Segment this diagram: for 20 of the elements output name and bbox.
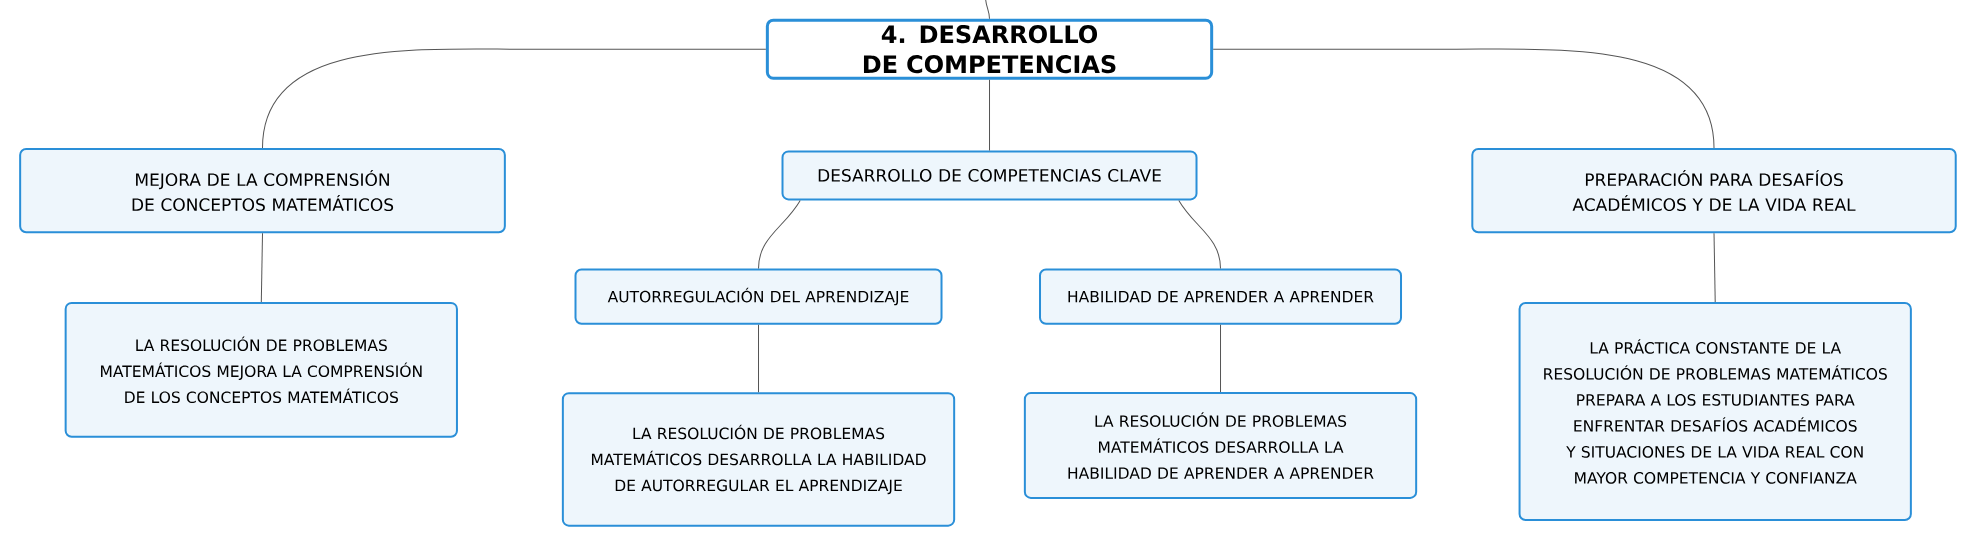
connector-line — [260, 232, 263, 303]
connector-line — [1220, 324, 1221, 393]
connector-line — [1212, 48, 1715, 149]
topic-box: AUTORREGULACIÓN DEL APRENDIZAJE — [574, 268, 943, 325]
title-box: 4. DESARROLLO DE COMPETENCIAS — [765, 18, 1214, 80]
topic-box: LA RESOLUCIÓN DE PROBLEMAS MATEMÁTICOS MEJORA LA COMPRENSIÓN DE LOS CONCEPTOS MATEMÁTICOS — [64, 301, 458, 438]
connector-line — [758, 199, 801, 269]
topic-box: LA RESOLUCIÓN DE PROBLEMAS MATEMÁTICOS DESARROLLA LA HABILIDAD DE AUTORREGULAR EL APRENDIZAJE — [561, 392, 956, 527]
topic-box: MEJORA DE LA COMPRENSIÓN DE CONCEPTOS MATEMÁTICOS — [19, 147, 506, 234]
connector-line — [1178, 199, 1221, 269]
connector-line — [262, 48, 767, 149]
topic-box: PREPARACIÓN PARA DESAFÍOS ACADÉMICOS Y DE LA VIDA REAL — [1471, 147, 1957, 234]
connector-line — [758, 324, 759, 393]
connector-line — [1713, 232, 1716, 303]
topic-box: LA PRÁCTICA CONSTANTE DE LA RESOLUCIÓN DE PROBLEMAS MATEMÁTICOS PREPARA A LOS ESTUDIANTES PARA ENFRENTAR DESAFÍOS ACADÉMICOS Y SITUACIONES DE LA VIDA REAL CON MAYOR COMPETENCIA Y CONFIANZA — [1518, 301, 1912, 522]
topic-box: HABILIDAD DE APRENDER A APRENDER — [1039, 268, 1402, 325]
topic-box: LA RESOLUCIÓN DE PROBLEMAS MATEMÁTICOS DESARROLLA LA HABILIDAD DE APRENDER A APRENDER — [1023, 392, 1418, 499]
connector-line — [985, 0, 990, 20]
topic-box: DESARROLLO DE COMPETENCIAS CLAVE — [781, 150, 1198, 201]
connector-line — [989, 79, 990, 151]
